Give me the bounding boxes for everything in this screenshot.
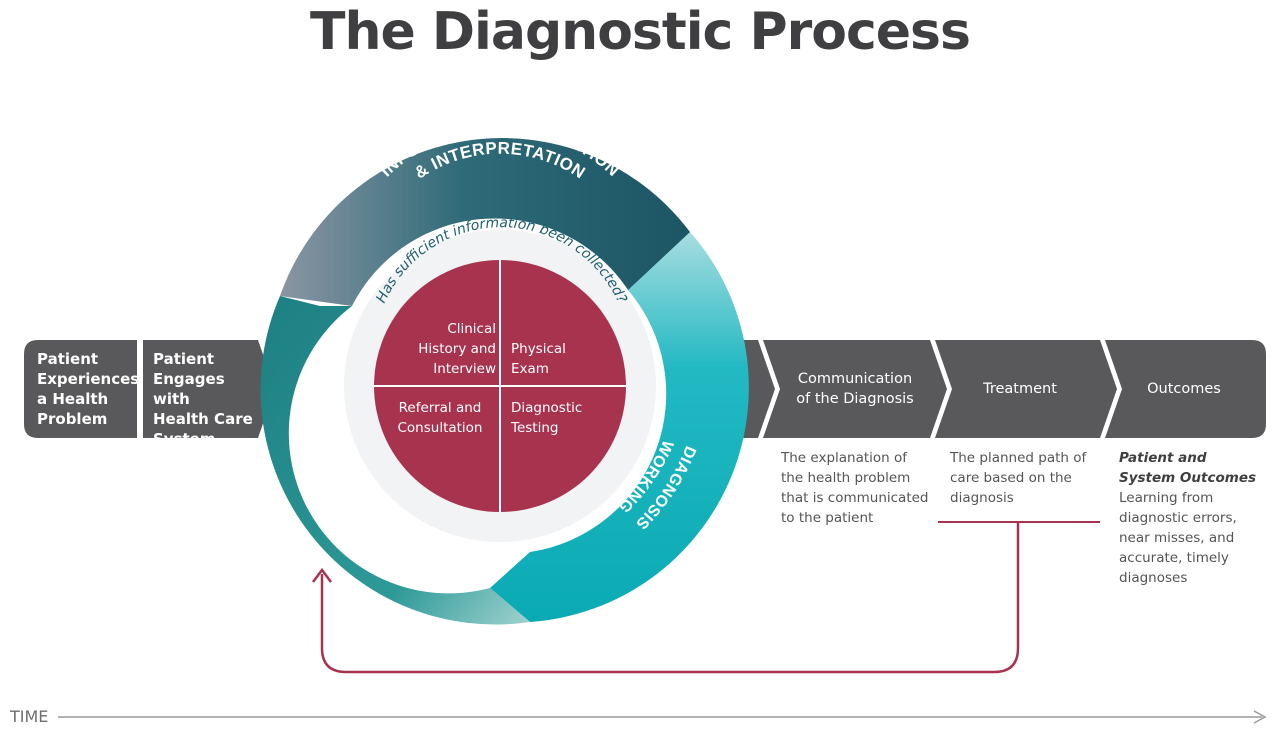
chevron-outcomes	[1105, 340, 1266, 438]
chevron-patient-experiences	[24, 340, 137, 438]
ring-segment-integration	[280, 138, 690, 306]
time-axis-arrowhead	[1253, 710, 1267, 724]
chevron-treatment	[935, 340, 1117, 438]
ring-segment-working-diagnosis	[490, 232, 749, 622]
ring-segment-gathering	[260, 296, 530, 625]
step-outcomes: Outcomes	[1147, 381, 1221, 397]
chevron-communication	[763, 340, 947, 438]
time-axis-label: TIME	[10, 707, 49, 726]
feedback-arrowhead	[312, 567, 332, 583]
feedback-loop-arrow	[320, 522, 1020, 674]
chevron-patient-engages	[143, 340, 275, 438]
step-treatment: Treatment	[983, 381, 1057, 397]
page-title: The Diagnostic Process	[310, 2, 971, 62]
